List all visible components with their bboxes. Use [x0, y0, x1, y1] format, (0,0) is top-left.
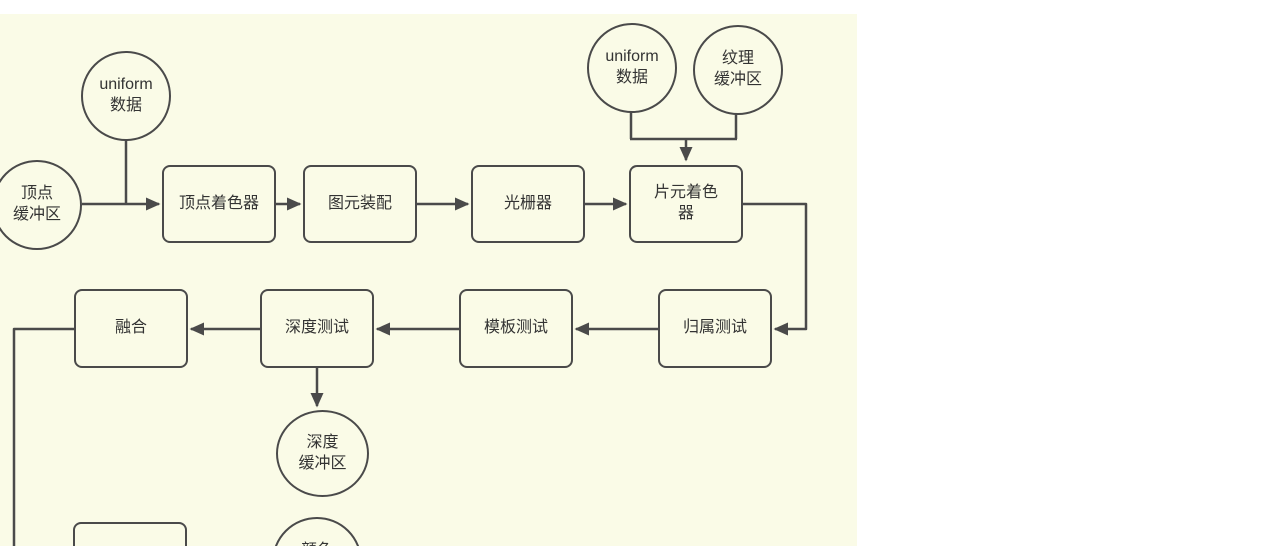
- node-blend: 融合: [74, 289, 188, 368]
- node-label: 顶点着色器: [178, 194, 259, 212]
- node-primitive-assembly: 图元装配: [303, 165, 417, 243]
- node-uniform-data-right: uniform 数据: [587, 23, 677, 113]
- node-label: 图元装配: [327, 194, 392, 212]
- node-label: 颜色 缓冲区: [293, 541, 341, 546]
- node-label: uniform 数据: [99, 76, 153, 114]
- node-label: 光栅器: [503, 194, 552, 212]
- node-label: 深度测试: [284, 319, 349, 337]
- node-label: 纹理 缓冲区: [713, 50, 762, 88]
- node-vertex-shader: 顶点着色器: [162, 165, 276, 243]
- node-label: 顶点 缓冲区: [12, 185, 61, 223]
- node-depth-buffer: 深度 缓冲区: [276, 410, 369, 497]
- node-bottom-partial-box: [73, 522, 187, 546]
- node-stencil-test: 模板测试: [459, 289, 573, 368]
- node-label: uniform 数据: [605, 48, 659, 86]
- node-fragment-shader: 片元着色器: [629, 165, 743, 243]
- node-rasterizer: 光栅器: [471, 165, 585, 243]
- node-depth-test: 深度测试: [260, 289, 374, 368]
- node-vertex-buffer: 顶点 缓冲区: [0, 160, 82, 250]
- node-label: 片元着色器: [653, 184, 718, 222]
- node-texture-buffer: 纹理 缓冲区: [693, 25, 783, 115]
- node-label: 归属测试: [682, 319, 747, 337]
- node-label: 深度 缓冲区: [298, 433, 347, 472]
- node-label: 模板测试: [483, 319, 548, 337]
- node-ownership-test: 归属测试: [658, 289, 772, 368]
- node-label: 融合: [114, 319, 147, 337]
- node-uniform-data-left: uniform 数据: [81, 51, 171, 141]
